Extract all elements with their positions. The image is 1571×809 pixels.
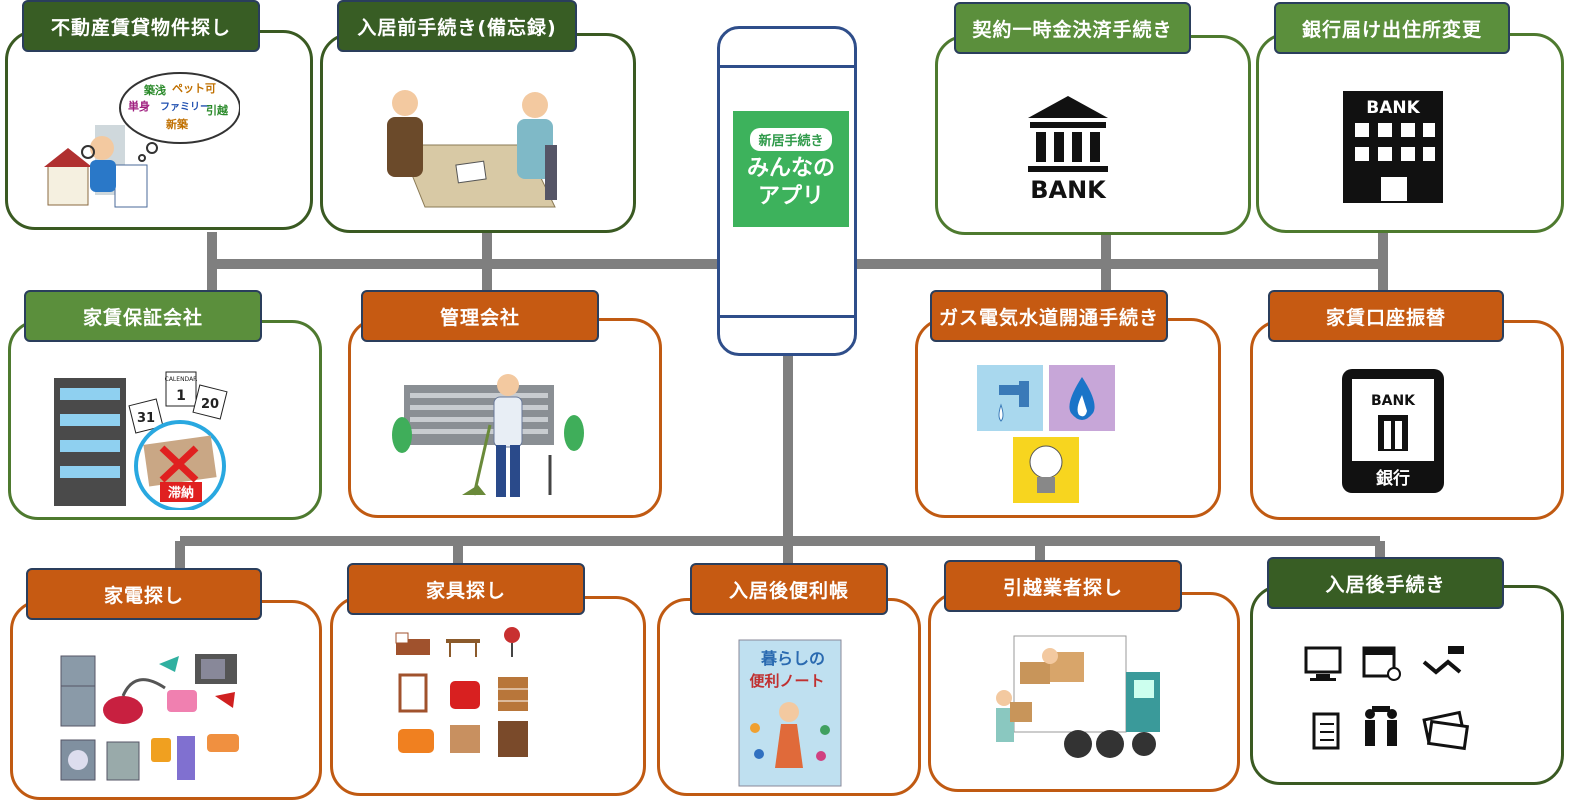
handbook-title-line2: 便利ノート bbox=[749, 672, 824, 690]
bubble-word-5: 新築 bbox=[166, 117, 189, 131]
phone-top-bar bbox=[720, 65, 854, 68]
label-appliances[interactable]: 家電探し bbox=[26, 568, 262, 620]
bank-sign-icon: BANK 銀行 bbox=[1342, 369, 1444, 493]
computer-icon bbox=[1304, 646, 1342, 681]
calendar-word: CALENDAR bbox=[165, 376, 198, 383]
people-meeting-icon bbox=[1365, 706, 1397, 746]
label-utilities[interactable]: ガス電気水道開通手続き bbox=[930, 290, 1168, 342]
bank-building-icon: BANK bbox=[1028, 96, 1108, 204]
app-icon[interactable]: 新居手続き みんなの アプリ bbox=[733, 111, 849, 227]
money-icon bbox=[1422, 710, 1470, 751]
furniture-icons bbox=[395, 627, 528, 757]
label-movers[interactable]: 引越業者探し bbox=[944, 560, 1182, 612]
bubble-word-2: 単身 bbox=[128, 99, 150, 113]
bank-tower-icon: BANK bbox=[1343, 91, 1443, 203]
card-post-move-in[interactable] bbox=[1250, 585, 1564, 785]
bubble-word-1: ペット可 bbox=[172, 82, 216, 95]
calendar-icon bbox=[1362, 646, 1401, 681]
moving-truck-illustration bbox=[996, 635, 1160, 758]
handbook-title-line1: 暮らしの bbox=[760, 649, 825, 668]
label-contract-payment[interactable]: 契約一時金決済手続き bbox=[954, 2, 1191, 54]
procedure-icons bbox=[1304, 646, 1470, 751]
label-bank-address[interactable]: 銀行届け出住所変更 bbox=[1274, 2, 1510, 54]
bank-word-1: BANK bbox=[1030, 176, 1107, 204]
calendar-day-a: 1 bbox=[176, 388, 186, 404]
label-handbook[interactable]: 入居後便利帳 bbox=[690, 563, 888, 615]
bank-kanji: 銀行 bbox=[1376, 468, 1410, 489]
overdue-stamp: 滞納 bbox=[168, 485, 194, 501]
overdue-rent-illustration: CALENDAR 1 20 31 滞納 bbox=[54, 371, 228, 510]
label-rent-guarantee[interactable]: 家賃保証会社 bbox=[24, 290, 262, 342]
calendar-day-c: 31 bbox=[137, 411, 155, 426]
bubble-word-4: 引越 bbox=[206, 103, 229, 117]
app-tag: 新居手続き bbox=[750, 127, 832, 151]
water-tap-icon bbox=[977, 365, 1043, 431]
appliances-illustration bbox=[60, 654, 239, 781]
consultation-illustration bbox=[387, 90, 557, 208]
bubble-word-0: 築浅 bbox=[143, 83, 166, 97]
handshake-icon bbox=[1422, 646, 1464, 675]
handbook-cover: 暮らしの 便利ノート bbox=[738, 639, 842, 787]
bank-word-2: BANK bbox=[1366, 98, 1420, 118]
management-illustration bbox=[392, 374, 584, 497]
card-pre-move-in[interactable] bbox=[320, 33, 636, 233]
app-name-line1: みんなの bbox=[746, 155, 835, 181]
bubble-word-3: ファミリー bbox=[160, 101, 210, 113]
label-furniture[interactable]: 家具探し bbox=[347, 563, 585, 615]
central-phone: 新居手続き みんなの アプリ bbox=[717, 26, 857, 356]
card-furniture[interactable] bbox=[330, 596, 646, 796]
label-property-search[interactable]: 不動産賃貸物件探し bbox=[22, 0, 260, 52]
checklist-icon bbox=[1312, 712, 1340, 750]
label-pre-move-in[interactable]: 入居前手続き(備忘録) bbox=[337, 0, 577, 52]
bank-word-3: BANK bbox=[1371, 393, 1416, 409]
phone-bottom-bar bbox=[720, 315, 854, 318]
label-management[interactable]: 管理会社 bbox=[361, 290, 599, 342]
utilities-icons bbox=[977, 365, 1115, 503]
calendar-day-b: 20 bbox=[201, 397, 219, 412]
label-rent-transfer[interactable]: 家賃口座振替 bbox=[1268, 290, 1504, 342]
app-name-line2: アプリ bbox=[757, 183, 824, 209]
property-search-illustration: 築浅 ペット可 単身 ファミリー 引越 新築 bbox=[44, 72, 240, 208]
label-post-move-in[interactable]: 入居後手続き bbox=[1267, 557, 1504, 609]
